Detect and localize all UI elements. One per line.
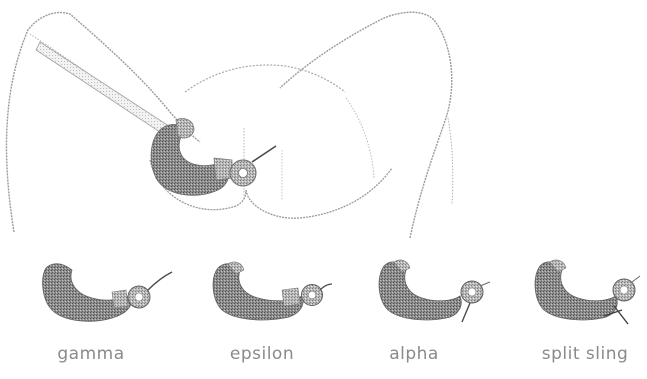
- variant-epsilon-illustration: [213, 262, 332, 320]
- right-thigh-outline: [280, 12, 452, 238]
- applicator-shaft: [36, 42, 178, 140]
- sling-main-bridge: [214, 158, 232, 180]
- buttock-right: [246, 168, 392, 218]
- variant-alpha-illustration: [379, 260, 490, 322]
- sling-main-tail: [252, 146, 276, 162]
- abdomen-outline: [185, 65, 345, 92]
- sling-main-ring-hole: [239, 169, 248, 178]
- variant-gamma-illustration: [43, 264, 172, 322]
- variant-label-gamma: gamma: [57, 344, 124, 364]
- sling-main-cap: [176, 118, 194, 138]
- variant-label-alpha: alpha: [389, 344, 439, 364]
- right-thigh-contour: [448, 118, 453, 205]
- anatomy-illustration: [6, 12, 452, 238]
- variant-label-epsilon: epsilon: [230, 344, 294, 364]
- inner-crease-right: [346, 98, 374, 178]
- left-thigh-outline: [6, 13, 200, 232]
- variant-label-split-sling: split sling: [542, 344, 629, 364]
- variant-split-sling-illustration: [535, 260, 640, 324]
